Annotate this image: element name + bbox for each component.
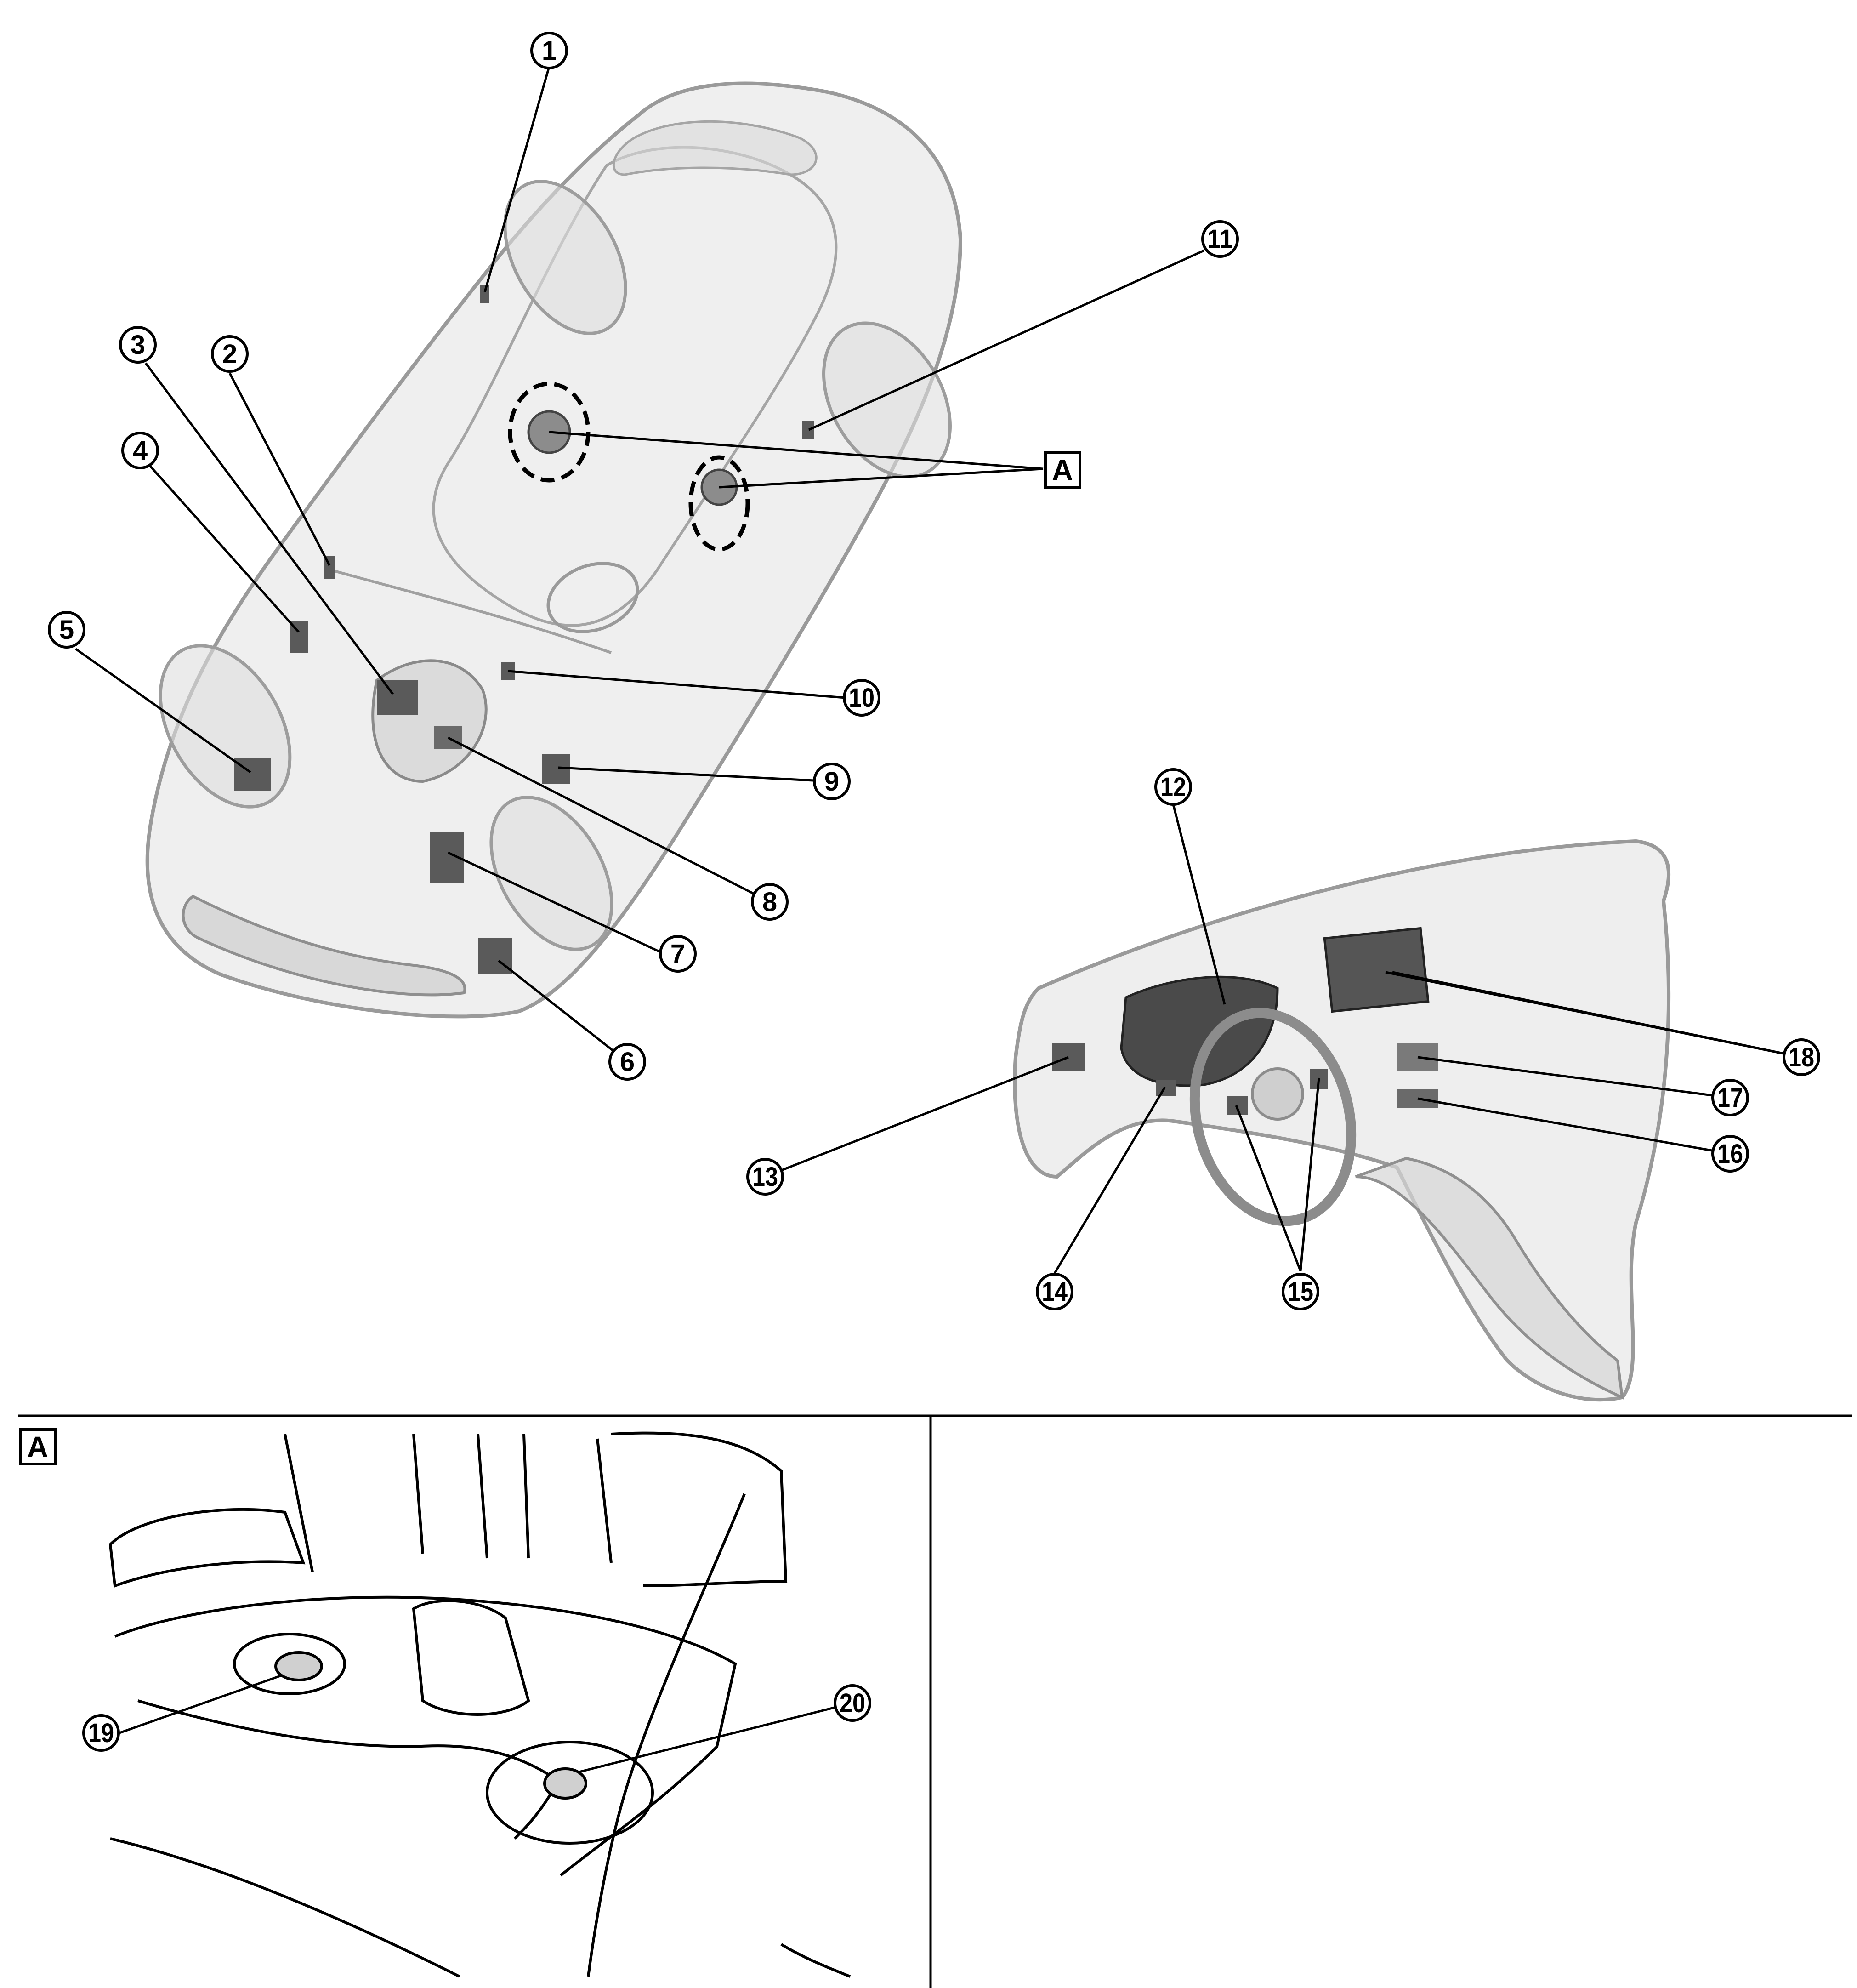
callout-18: 18 <box>1789 1042 1814 1072</box>
callout-17: 17 <box>1717 1083 1743 1113</box>
car-illustration <box>145 81 963 1019</box>
inset-detail-illustration <box>108 1431 851 1978</box>
callout-9: 9 <box>824 767 839 797</box>
inset-seatback-right <box>611 1431 788 1587</box>
inset-floor-panel <box>114 1595 737 1877</box>
inset-speaker-20-ring <box>486 1741 654 1845</box>
leader-lines <box>75 66 1802 1776</box>
rear-speaker-right-highlight <box>688 455 750 552</box>
detail-reference-box: A <box>1044 451 1081 489</box>
dashboard-illustration <box>1013 839 1671 1402</box>
inset-label-box: A <box>19 1428 57 1465</box>
inset-speaker-20-wire <box>513 1792 553 1840</box>
callout-16: 16 <box>1717 1139 1743 1169</box>
callout-3: 3 <box>131 330 145 360</box>
callout-labels: 1 2 3 4 5 6 7 8 9 10 11 12 13 14 15 16 1… <box>59 36 1814 1748</box>
inset-floor-contour <box>137 1699 575 1794</box>
car-wheel-rear-left <box>503 180 627 335</box>
component-1 <box>480 285 489 303</box>
callout-7: 7 <box>670 939 685 969</box>
component-3 <box>377 680 418 715</box>
inset-seat-belt <box>284 1434 746 1977</box>
detail-reference-label: A <box>1052 454 1073 487</box>
callout-8: 8 <box>762 887 777 917</box>
callout-14: 14 <box>1042 1277 1068 1307</box>
callout-4: 4 <box>133 436 148 466</box>
callout-10: 10 <box>849 683 875 713</box>
inset-speaker-19 <box>274 1651 323 1681</box>
inset-frame <box>18 1414 1852 1988</box>
instrument-cluster <box>1120 975 1279 1087</box>
inset-floor-lower <box>110 1837 460 1978</box>
car-wheel-front-right <box>489 796 613 951</box>
inset-seatback-left <box>108 1508 306 1588</box>
component-5 <box>234 758 271 791</box>
inset-tunnel <box>412 1599 530 1716</box>
component-11 <box>802 421 814 439</box>
inset-seat-frame <box>412 1434 613 1563</box>
steering-hub <box>1251 1067 1304 1121</box>
dashboard-steering-wheel <box>1189 1008 1357 1226</box>
callout-circles <box>48 32 1820 1752</box>
component-6 <box>478 938 512 974</box>
callout-2: 2 <box>222 339 237 369</box>
car-front-grille <box>182 894 466 997</box>
component-14 <box>1156 1080 1176 1096</box>
inset-speaker-20 <box>543 1767 587 1800</box>
callout-20: 20 <box>840 1688 865 1718</box>
inset-lower-right-trim <box>780 1943 851 1978</box>
display-screen <box>1323 927 1430 1013</box>
car-windshield <box>432 146 838 627</box>
callout-15: 15 <box>1288 1277 1313 1307</box>
car-rear-window <box>612 120 818 176</box>
callout-1: 1 <box>542 36 557 66</box>
car-steering-wheel <box>546 562 639 633</box>
callout-12: 12 <box>1160 772 1186 802</box>
center-console <box>1355 1156 1624 1400</box>
callout-5: 5 <box>59 615 74 645</box>
inset-label: A <box>27 1430 48 1464</box>
rear-speaker-left-highlight <box>508 382 591 483</box>
callout-6: 6 <box>620 1047 635 1077</box>
car-dashboard-line <box>330 569 612 654</box>
callout-13: 13 <box>752 1162 778 1192</box>
inset-speaker-19-ring <box>233 1633 346 1695</box>
callout-11: 11 <box>1207 224 1233 254</box>
callout-19: 19 <box>88 1718 114 1748</box>
